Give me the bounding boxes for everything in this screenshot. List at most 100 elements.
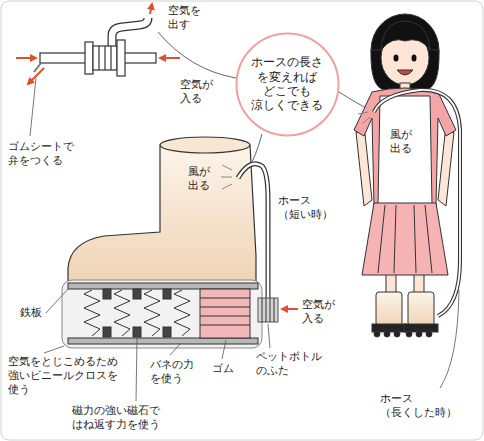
part-label: ゴム <box>212 362 234 376</box>
girl-figure-part <box>426 331 432 337</box>
sole-mechanism-part <box>68 338 258 344</box>
part-label: ホース （長くした時） <box>380 392 457 420</box>
leader-lines-part <box>268 324 270 348</box>
sole-mechanism-part <box>262 298 263 322</box>
part-label: ペットボトル のふた <box>256 350 322 378</box>
boot-part <box>238 164 268 298</box>
girl-figure-part <box>374 331 380 337</box>
girl-figure-part <box>374 90 460 316</box>
sole-mechanism-part <box>200 307 250 308</box>
boot-part <box>68 145 256 283</box>
part-label: 鉄板 <box>20 306 42 320</box>
part-label: 空気をとじこめるため 強いビニールクロスを 使う <box>8 355 118 396</box>
boot-part <box>160 137 250 153</box>
circle-leaders <box>158 32 370 170</box>
sole-mechanism-part <box>144 290 160 336</box>
sole-mechanism <box>62 280 298 348</box>
valve-drawing-part <box>40 53 86 63</box>
sole-mechanism-part <box>200 289 250 338</box>
sole-mechanism-part <box>163 327 171 337</box>
girl-figure-part <box>394 55 399 62</box>
boot-part <box>222 184 232 189</box>
girl-figure-part <box>397 70 413 75</box>
valve-drawing-part <box>124 53 156 63</box>
part-label: 風が 出る <box>188 165 210 193</box>
leader-lines-part <box>44 346 64 353</box>
part-label: 風が 出る <box>390 128 412 156</box>
part-label: 空気を 出す <box>168 4 201 32</box>
valve-drawing-part <box>110 46 111 70</box>
sole-mechanism-part <box>200 298 250 299</box>
circle-leaders-part <box>158 32 236 78</box>
girl-figure-part <box>362 203 448 275</box>
sole-mechanism-part <box>133 327 141 337</box>
part-label: 磁力の強い磁石で はね返す力を使う <box>72 404 160 432</box>
girl-figure-part <box>362 117 370 124</box>
valve-drawing-part <box>93 46 117 70</box>
leader-lines <box>44 289 459 401</box>
girl-figure-part <box>358 112 368 114</box>
valve-drawing-part <box>150 4 152 14</box>
girl-figure-part <box>412 55 417 62</box>
leader-lines-part <box>136 338 137 401</box>
girl-figure-part <box>425 205 432 273</box>
boot-part <box>222 165 232 170</box>
sole-mechanism-part <box>163 289 171 299</box>
girl-figure-part <box>384 331 390 337</box>
valve-drawing-part <box>98 46 99 70</box>
leader-lines-part <box>222 340 226 359</box>
note-circle: ホースの長さ を変えれば どこでも 涼しくできる <box>235 32 340 137</box>
boot-part <box>238 164 268 298</box>
sole-mechanism-part <box>114 290 130 336</box>
valve-drawing-part <box>85 42 93 74</box>
valve-drawing-part <box>160 57 180 59</box>
sole-mechanism-part <box>266 298 267 322</box>
sole-mechanism-part <box>103 289 111 299</box>
part-label: バネの力 を使う <box>150 358 194 386</box>
valve-drawing-part <box>117 40 125 76</box>
sole-mechanism-part <box>282 308 298 310</box>
girl-figure-part <box>394 331 400 337</box>
note-text: ホースの長さ を変えれば どこでも 涼しくできる <box>251 55 323 113</box>
sole-mechanism-part <box>200 325 250 326</box>
note-text-group: ホースの長さ を変えれば どこでも 涼しくできる <box>251 55 323 113</box>
girl-figure-part <box>356 132 372 206</box>
part-label: 空気が 入る <box>302 298 335 326</box>
boot <box>68 137 268 298</box>
sole-mechanism-part <box>68 283 258 289</box>
sole-mechanism-part <box>258 298 278 322</box>
leader-lines-part <box>46 289 68 313</box>
leader-lines-part <box>170 343 181 355</box>
girl-figure-part <box>378 96 432 205</box>
sole-mechanism-part <box>84 290 100 336</box>
girl-figure-part <box>408 292 434 326</box>
valve-drawing <box>16 4 180 136</box>
girl-figure <box>354 14 460 337</box>
valve-drawing-part <box>30 78 36 136</box>
sole-mechanism-part <box>62 280 262 348</box>
sole-mechanism-part <box>174 290 190 336</box>
part-label: 空気が 入る <box>180 78 213 106</box>
boot-part <box>221 177 232 178</box>
girl-figure-part <box>416 331 422 337</box>
girl-figure-part <box>374 90 460 316</box>
sole-mechanism-part <box>200 316 250 317</box>
girl-figure-part <box>378 205 385 273</box>
sole-mechanism-part <box>133 289 141 299</box>
sole-mechanism-part <box>274 298 275 322</box>
girl-figure-part <box>438 132 454 206</box>
part-label: ゴムシートで 弁をつくる <box>8 140 74 168</box>
girl-figure-part <box>394 205 396 273</box>
girl-figure-part <box>376 292 402 326</box>
girl-figure-part <box>414 205 416 273</box>
circle-shape <box>236 33 338 135</box>
sole-mechanism-part <box>270 298 271 322</box>
sole-mechanism-part <box>103 327 111 337</box>
girl-figure-part <box>406 331 412 337</box>
valve-drawing-part <box>104 46 105 70</box>
part-label: ホース （短い時） <box>278 194 333 222</box>
valve-drawing-part <box>16 57 36 59</box>
